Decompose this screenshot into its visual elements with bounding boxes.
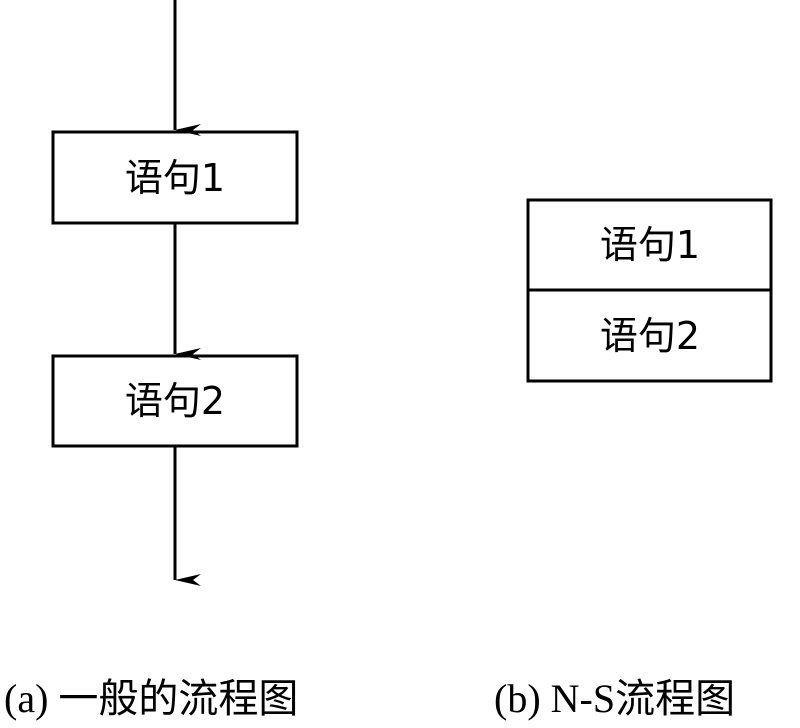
ns-flowchart: 语句1 语句2 [526, 198, 773, 383]
ns-statement-2-label: 语句2 [600, 314, 700, 358]
statement-2-label: 语句2 [125, 379, 225, 423]
ns-statement-1-label: 语句1 [600, 223, 700, 267]
statement-1-label: 语句1 [125, 156, 225, 200]
ns-statement-2-box [526, 288, 773, 383]
caption-b: (b) N-S流程图 [494, 676, 735, 721]
general-flowchart: 语句1 语句2 [51, 0, 299, 586]
caption-a: (a) 一般的流程图 [4, 676, 298, 721]
